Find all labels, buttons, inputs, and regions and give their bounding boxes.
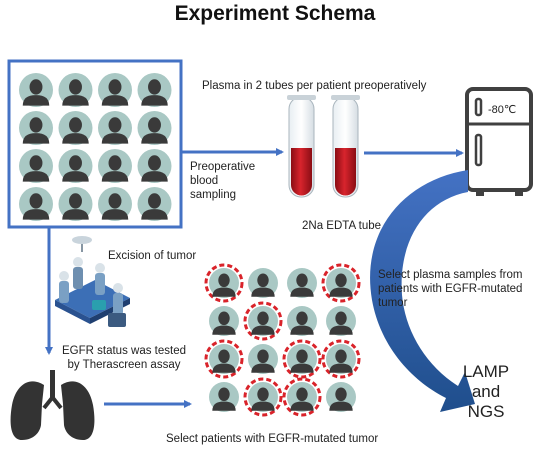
patient-avatar — [58, 149, 93, 183]
patient-avatar — [137, 187, 172, 221]
patient-avatar-mutated — [321, 263, 361, 303]
patient-avatar-mutated — [243, 301, 283, 341]
patient-avatar — [58, 111, 93, 145]
result-line-3: NGS — [467, 402, 505, 421]
select-patients-label: Select patients with EGFR-mutated tumor — [166, 433, 379, 445]
preop-line-1: Preoperative — [190, 161, 256, 173]
patient-avatar — [209, 306, 239, 336]
patient-avatar-mutated — [204, 263, 244, 303]
patient-avatar — [287, 306, 317, 336]
edta-tube-label: 2Na EDTA tube — [302, 220, 382, 232]
patient-avatar — [326, 382, 356, 412]
patient-avatar-mutated — [204, 339, 244, 379]
patient-avatar — [248, 344, 278, 374]
patient-avatar — [137, 149, 172, 183]
patient-avatar-mutated — [321, 339, 361, 379]
patient-grid-frame — [7, 59, 183, 229]
patient-avatar — [98, 111, 132, 145]
excision-label: Excision of tumor — [108, 250, 197, 262]
egfr-test-label: EGFR status was tested by Therascreen as… — [62, 344, 186, 372]
lungs-icon — [10, 370, 95, 440]
egfr-test-line-2: by Therascreen assay — [67, 359, 181, 371]
patient-avatar — [58, 187, 93, 221]
blood-tube-icon — [287, 95, 360, 198]
patient-avatar — [19, 73, 53, 107]
patient-avatar — [98, 187, 132, 221]
surgery-icon — [55, 236, 130, 327]
plasma-tubes-label: Plasma in 2 tubes per patient preoperati… — [202, 80, 427, 92]
select-plasma-label: Select plasma samples from patients with… — [378, 268, 522, 310]
patient-avatar — [137, 111, 172, 145]
page-title: Experiment Schema — [174, 2, 376, 25]
patient-avatar — [137, 73, 172, 107]
freezer-icon — [465, 87, 533, 196]
patient-grid-right — [204, 263, 361, 417]
egfr-test-line-1: EGFR status was tested — [62, 345, 186, 357]
patient-avatar — [58, 73, 93, 107]
freezer-temp-label: -80℃ — [488, 104, 517, 116]
select-plasma-line-2: patients with EGFR-mutated — [378, 283, 523, 295]
result-line-1: LAMP — [462, 362, 510, 381]
patient-grid-left — [19, 73, 172, 221]
patient-avatar — [19, 111, 53, 145]
preop-line-2: blood — [190, 175, 219, 187]
patient-avatar — [19, 149, 53, 183]
result-label: LAMP and NGS — [456, 362, 516, 422]
patient-avatar — [19, 187, 53, 221]
patient-avatar-mutated — [282, 377, 322, 417]
preop-line-3: sampling — [190, 189, 237, 201]
select-plasma-line-1: Select plasma samples from — [378, 269, 523, 281]
curved-arrow-to-result — [370, 170, 475, 412]
patient-avatar — [209, 382, 239, 412]
preoperative-sampling-label: Preoperative blood sampling — [190, 160, 255, 202]
select-plasma-line-3: tumor — [378, 297, 408, 309]
patient-avatar — [326, 306, 356, 336]
patient-avatar — [287, 268, 317, 298]
patient-avatar-mutated — [243, 377, 283, 417]
patient-avatar — [98, 73, 132, 107]
patient-avatar-mutated — [282, 339, 322, 379]
result-line-2: and — [471, 382, 501, 401]
patient-avatar — [98, 149, 132, 183]
patient-avatar — [248, 268, 278, 298]
